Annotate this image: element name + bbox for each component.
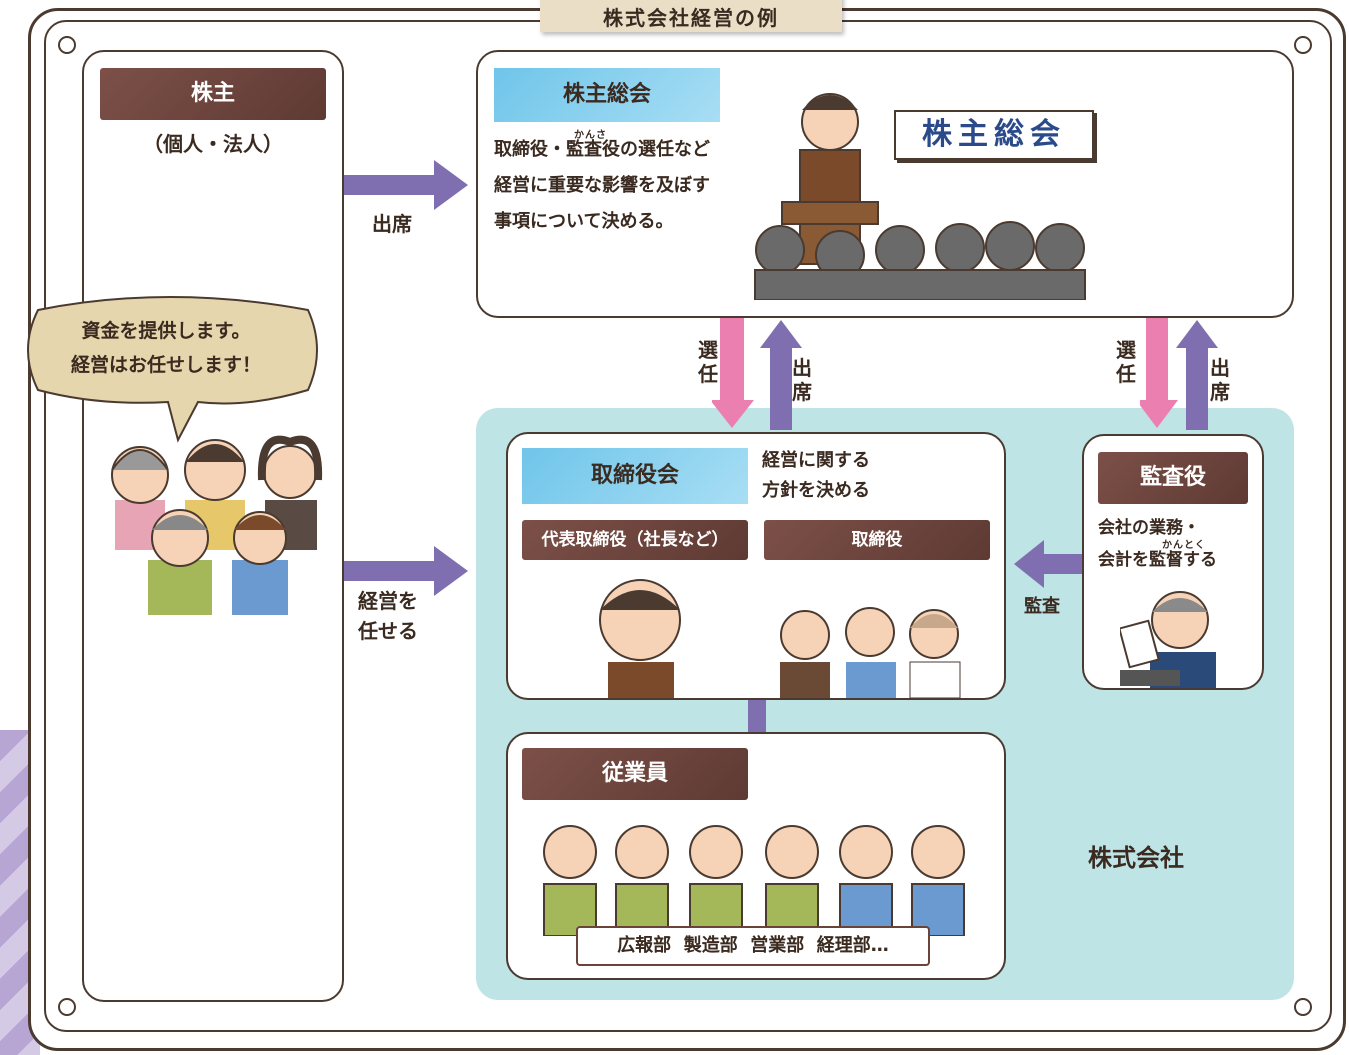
departments-box: 広報部 製造部 営業部 経理部… — [576, 926, 930, 966]
pin-icon — [58, 998, 76, 1016]
diagram-title: 株式会社経営の例 — [540, 0, 842, 32]
meeting-scene-illustration — [754, 93, 1086, 300]
entrust-arrow — [344, 546, 468, 596]
person-man-glasses — [148, 509, 212, 615]
entrust-line-2: 任せる — [358, 619, 418, 643]
employees-label: 従業員 — [522, 748, 748, 800]
speech-line-2: 経営はお任せします！ — [70, 354, 261, 376]
employees-illustration — [543, 825, 965, 936]
auditor-elect-attend-arrows — [1140, 318, 1218, 430]
meeting-description: 取締役・監査役の選任など 経営に重要な影響を及ぼす 事項について決める。 — [494, 132, 784, 240]
shareholders-sub: （個人・法人） — [143, 132, 283, 156]
auditor-ruby: かんとく — [1162, 540, 1206, 551]
entrust-arrow-label: 経営を 任せる — [358, 586, 418, 646]
board-attend-label: 出 席 — [792, 356, 812, 404]
president-figure — [599, 579, 681, 698]
shareholders-meeting-label: 株主総会 — [494, 68, 720, 122]
company-name: 株式会社 — [1088, 844, 1184, 872]
attend-arrow-label: 出席 — [372, 212, 412, 236]
meeting-line-2: 経営に重要な影響を及ぼす — [494, 175, 710, 196]
speech-line-1: 資金を提供します。 — [81, 320, 251, 342]
representative-director-label: 代表取締役（社長など） — [522, 520, 748, 560]
shareholders-label: 株主 — [100, 68, 326, 120]
person-young-man — [232, 511, 288, 615]
directors-label: 取締役 — [764, 520, 990, 560]
meeting-line-3: 事項について決める。 — [494, 211, 674, 232]
entrust-line-1: 経営を — [358, 589, 418, 613]
board-label: 取締役会 — [522, 448, 748, 504]
board-employees-connector — [748, 700, 766, 734]
auditor-attend-label: 出 席 — [1210, 356, 1230, 404]
pin-icon — [1294, 998, 1312, 1016]
auditor-line-1: 会社の業務・ — [1098, 518, 1200, 538]
auditor-description: 会社の業務・ 会計を監督する — [1098, 512, 1217, 576]
attend-arrow — [344, 160, 468, 210]
audit-arrow-label: 監査 — [1024, 596, 1060, 617]
auditor-label: 監査役 — [1098, 452, 1248, 504]
auditor-line-2: 会計を監督する — [1098, 550, 1217, 570]
person-elder-woman — [111, 446, 169, 550]
meeting-ruby: かんさ — [574, 130, 607, 141]
board-description: 経営に関する 方針を決める — [762, 446, 870, 506]
meeting-line-1: 取締役・監査役の選任など — [494, 139, 710, 160]
board-elect-label: 選 任 — [698, 338, 718, 386]
board-elect-attend-arrows — [712, 318, 802, 430]
pin-icon — [58, 36, 76, 54]
board-desc-line-2: 方針を決める — [762, 480, 870, 501]
board-people-illustration — [599, 579, 961, 698]
board-desc-line-1: 経営に関する — [762, 450, 870, 471]
speech-bubble — [27, 296, 318, 443]
director-figures — [780, 607, 961, 698]
speech-bubble-text: 資金を提供します。 経営はお任せします！ — [36, 314, 296, 382]
auditor-elect-label: 選 任 — [1116, 338, 1136, 386]
meeting-sign: 株主総会 — [894, 110, 1094, 160]
audit-arrow — [1014, 540, 1082, 588]
auditor-figure-illustration — [1120, 591, 1216, 688]
pin-icon — [1294, 36, 1312, 54]
shareholder-people-illustration — [111, 435, 323, 615]
audience-silhouettes — [754, 221, 1086, 300]
